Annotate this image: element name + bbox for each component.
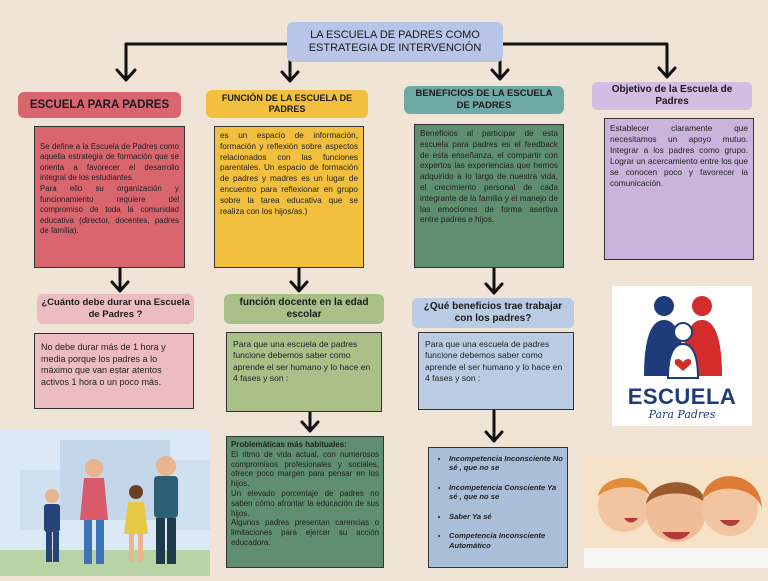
problematicas-text: El ritmo de vida actual, con numerosos c…: [231, 449, 379, 547]
question-duracion: ¿Cuánto debe durar una Escuela de Padres…: [37, 294, 194, 324]
answer-beneficios: Para que una escuela de padres funcione …: [418, 332, 574, 410]
header-objetivo-label: Objetivo de la Escuela de Padres: [611, 84, 733, 107]
arrowhead-col2-q: [289, 280, 309, 293]
card-funcion: es un espacio de información, formación …: [214, 126, 364, 268]
answer-beneficios-text: Para que una escuela de padres funcione …: [425, 339, 563, 383]
question-duracion-text: ¿Cuánto debe durar una Escuela de Padres…: [41, 297, 190, 320]
card-definicion-text: Se define a la Escuela de Padres como aq…: [40, 141, 179, 236]
answer-duracion: No debe durar más de 1 hora y media porq…: [34, 333, 194, 409]
family-school-illustration: [0, 440, 210, 576]
phases-list: Incompetencia Inconsciente No sé , que n…: [433, 454, 563, 550]
arrowhead-col2-detail: [300, 420, 320, 433]
card-objetivo: Establecer claramente que necesitamos un…: [604, 118, 754, 260]
family-figure-icon: [644, 296, 722, 379]
diagram-title-text: LA ESCUELA DE PADRES COMO ESTRATEGIA DE …: [308, 29, 482, 54]
card-beneficios-text: Beneficios al participar de esta escuela…: [420, 129, 558, 225]
arrowhead-col1-q: [110, 280, 130, 293]
arrowhead-col4: [657, 66, 677, 79]
question-beneficios: ¿Qué beneficios trae trabajar con los pa…: [412, 298, 574, 328]
connector-title-col4: [501, 42, 669, 78]
card-beneficios: Beneficios al participar de esta escuela…: [414, 124, 564, 268]
question-funcion-docente: función docente en la edad escolar: [224, 294, 384, 324]
arrowhead-col2: [280, 70, 300, 83]
family-illustration-left: [0, 430, 210, 576]
phase-item-4: Competencia Inconsciente Automático: [449, 531, 563, 550]
card-funcion-text: es un espacio de información, formación …: [220, 131, 358, 216]
happy-family-photo: [584, 456, 768, 568]
arrowhead-col3: [490, 68, 510, 81]
escuela-para-padres-logo: ESCUELA Para Padres: [612, 286, 752, 426]
header-escuela-para-padres: ESCUELA PARA PADRES: [18, 92, 181, 118]
family-photo-right: [584, 456, 768, 568]
card-problematicas: Problemáticas más habituales: El ritmo d…: [226, 436, 384, 568]
answer-duracion-text: No debe durar más de 1 hora y media porq…: [41, 342, 166, 387]
card-objetivo-text: Establecer claramente que necesitamos un…: [610, 123, 748, 188]
card-fases: Incompetencia Inconsciente No sé , que n…: [428, 447, 568, 568]
header-beneficios: BENEFICIOS DE LA ESCUELA DE PADRES: [404, 86, 564, 114]
arrowhead-col3-phases: [484, 430, 504, 443]
header-funcion: FUNCIÓN DE LA ESCUELA DE PADRES: [206, 90, 368, 118]
header-funcion-label: FUNCIÓN DE LA ESCUELA DE PADRES: [221, 93, 353, 114]
question-funcion-docente-text: función docente en la edad escolar: [239, 297, 369, 320]
connector-title-col1: [124, 42, 289, 80]
phase-item-3: Saber Ya sé: [449, 512, 563, 521]
header-beneficios-label: BENEFICIOS DE LA ESCUELA DE PADRES: [415, 88, 553, 111]
header-objetivo: Objetivo de la Escuela de Padres: [592, 82, 752, 110]
answer-funcion-docente-text: Para que una escuela de padres funcione …: [233, 339, 371, 383]
answer-funcion-docente: Para que una escuela de padres funcione …: [226, 332, 382, 412]
phase-item-1: Incompetencia Inconsciente No sé , que n…: [449, 454, 563, 473]
logo-title: ESCUELA: [627, 384, 737, 409]
card-definicion: Se define a la Escuela de Padres como aq…: [34, 126, 185, 268]
arrowhead-col1: [115, 68, 137, 82]
arrowhead-col3-q: [484, 282, 504, 295]
logo-subtitle: Para Padres: [648, 408, 716, 421]
header-escuela-para-padres-label: ESCUELA PARA PADRES: [29, 99, 170, 111]
question-beneficios-text: ¿Qué beneficios trae trabajar con los pa…: [423, 301, 563, 324]
phase-item-2: Incompetencia Consciente Ya sé , que no …: [449, 483, 563, 502]
problematicas-title: Problemáticas más habituales:: [231, 440, 347, 449]
diagram-title: LA ESCUELA DE PADRES COMO ESTRATEGIA DE …: [287, 22, 503, 62]
